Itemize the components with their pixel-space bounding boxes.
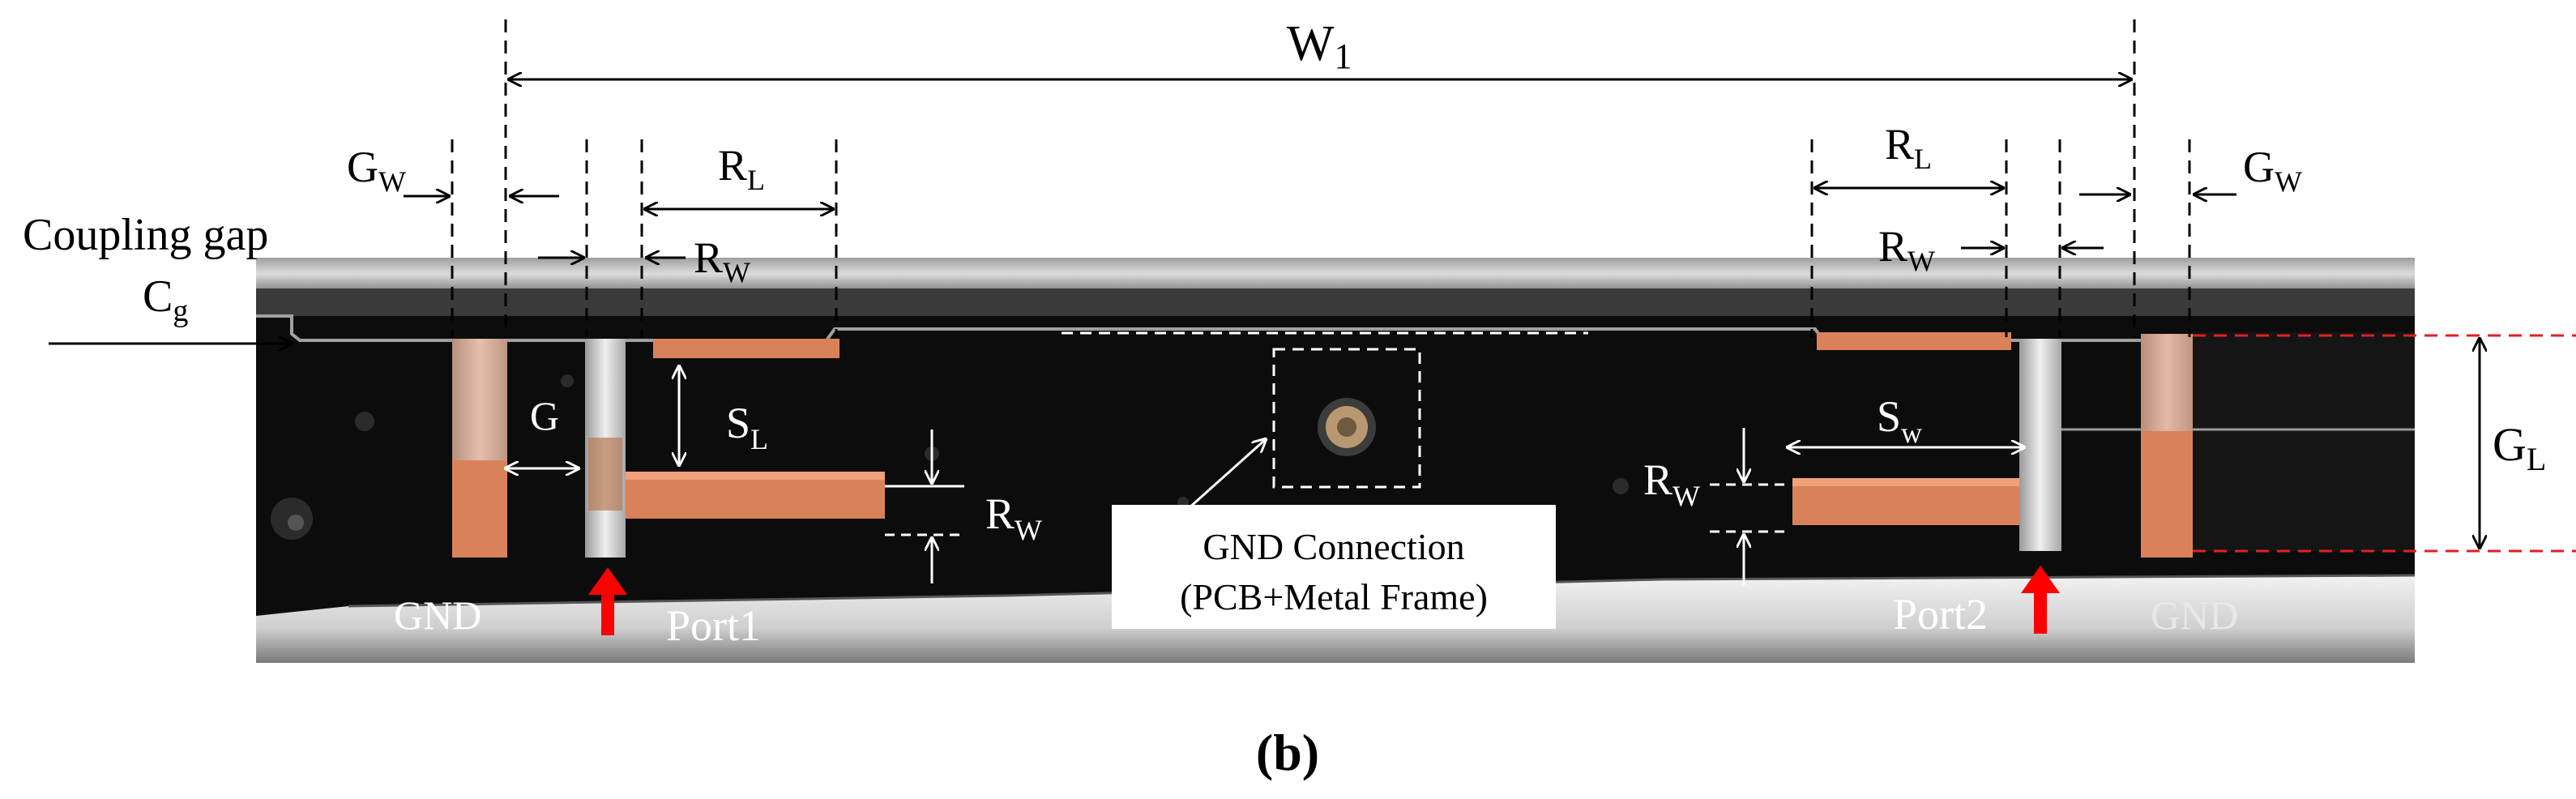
dim-coupling-gap: Coupling gap Cg <box>23 210 292 344</box>
top-metal-frame <box>256 258 2415 290</box>
left-resonator <box>626 339 885 519</box>
dim-left-group: GW RL RW <box>347 139 838 337</box>
port2-arrow <box>2021 566 2060 634</box>
w1-label: W1 <box>1287 16 1352 76</box>
dim-w1: W1 <box>504 16 2136 337</box>
gw-right-label: GW <box>2243 143 2302 198</box>
rw-right-lower-label: RW <box>1643 455 1700 512</box>
g-gap-label: G <box>530 393 559 438</box>
gw-left-label: GW <box>347 143 406 198</box>
rw-left-lower-label: RW <box>985 489 1042 546</box>
rl-right-label: RL <box>1885 120 1932 175</box>
cg-label: Cg <box>143 271 188 328</box>
dim-sw: Sw <box>1788 392 2024 449</box>
rw-left-upper-label: RW <box>694 233 750 288</box>
gnd-left-label: GND <box>394 592 481 638</box>
right-ground-strip <box>2141 334 2193 558</box>
sw-label: Sw <box>1877 392 1922 449</box>
port2-label: Port2 <box>1893 590 1988 639</box>
dim-rw-left-lower: RW <box>885 429 1042 583</box>
dim-sl: SL <box>679 366 768 465</box>
right-resonator <box>1792 332 2019 525</box>
gnd-connection-callout: GND Connection (PCB+Metal Frame) <box>1112 505 1556 629</box>
coupling-gap-label: Coupling gap <box>23 210 268 260</box>
dim-rw-right-lower: RW <box>1643 428 1788 585</box>
gnd-screw <box>1062 331 1588 538</box>
right-feed-strip <box>2019 339 2061 551</box>
rw-right-upper-label: RW <box>1878 222 1935 277</box>
dim-gl: GL <box>2193 334 2576 553</box>
port1-arrow <box>588 567 627 635</box>
port1-label: Port1 <box>666 601 761 650</box>
dim-right-group: RL RW GW <box>1810 120 2302 337</box>
left-ground-strip <box>452 339 507 558</box>
figure-caption: (b) <box>1256 724 1319 781</box>
gl-label: GL <box>2493 418 2546 477</box>
left-feed-strip <box>585 339 626 558</box>
sl-label: SL <box>726 399 768 455</box>
gnd-connection-line1: GND Connection <box>1203 526 1464 567</box>
rl-left-label: RL <box>718 141 765 196</box>
gnd-connection-line2: (PCB+Metal Frame) <box>1180 576 1488 617</box>
dim-g: G <box>506 393 579 468</box>
gnd-right-label: GND <box>2151 592 2238 638</box>
